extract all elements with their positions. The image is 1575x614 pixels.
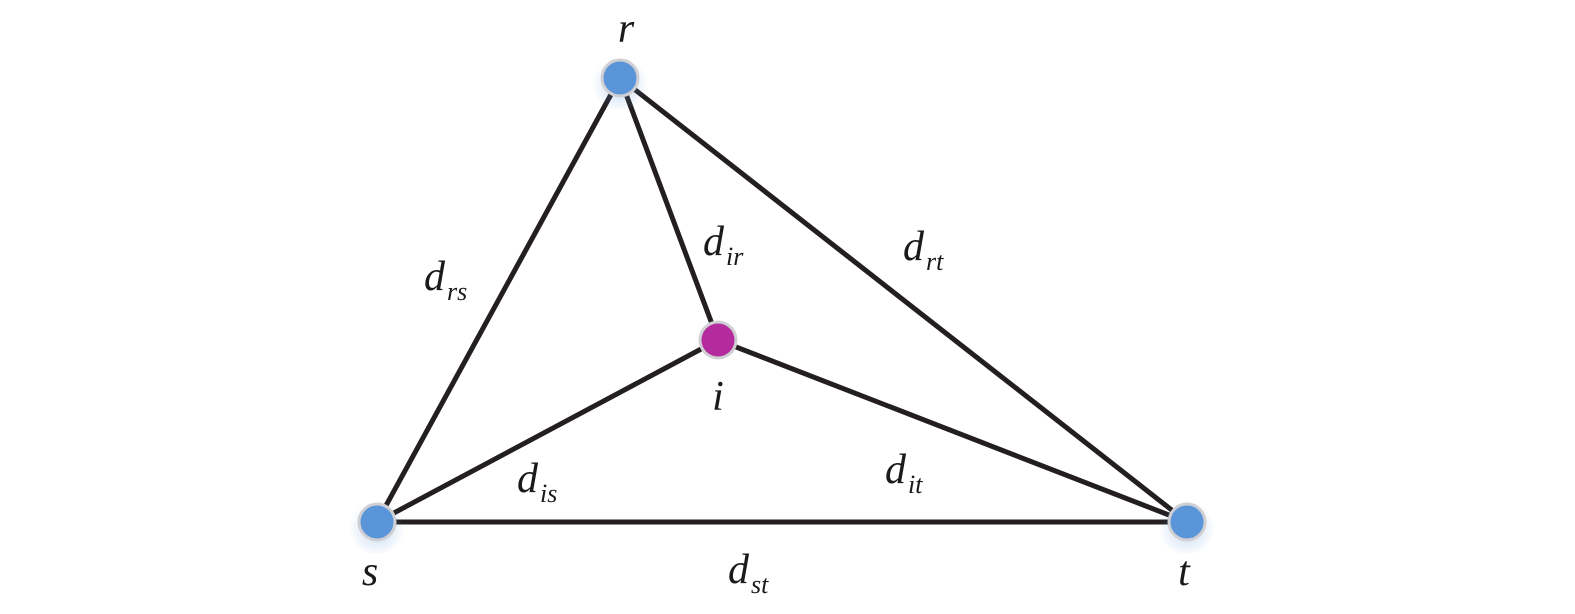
node-label-t: t: [1178, 549, 1191, 595]
node-t: [1159, 498, 1215, 554]
node-circle-s: [357, 502, 397, 542]
edge-label-st: dst: [728, 547, 769, 599]
edge-label-it: dit: [885, 447, 923, 499]
edge-label-rs: drs: [424, 254, 467, 306]
edge-r-s: [374, 75, 623, 525]
edges-group: [374, 75, 1190, 525]
node-label-s: s: [362, 549, 378, 595]
edge-i-t: [715, 337, 1190, 525]
node-label-i: i: [712, 374, 724, 420]
node-s: [349, 498, 405, 554]
node-r: [592, 54, 648, 110]
edge-label-is: dis: [517, 456, 557, 508]
nodes-group: [349, 54, 1215, 554]
edge-r-t: [617, 75, 1190, 525]
edge-i-s: [374, 337, 721, 525]
labels-group: drs dir drt dis dit dst r i s t: [362, 6, 1191, 599]
node-circle-i: [698, 320, 738, 360]
node-circle-r: [600, 58, 640, 98]
node-circle-t: [1167, 502, 1207, 542]
node-i: [698, 320, 738, 360]
edge-label-ir: dir: [703, 219, 744, 271]
edge-label-rt: drt: [903, 224, 944, 276]
edge-r-i: [617, 75, 721, 343]
node-label-r: r: [618, 6, 635, 52]
